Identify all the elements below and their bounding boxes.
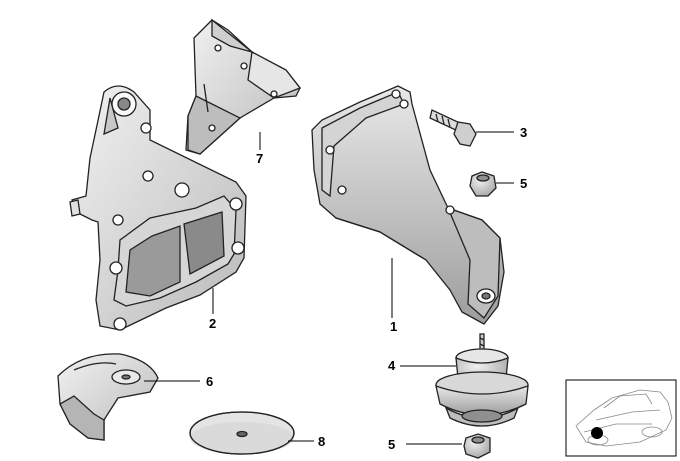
nut-part-5-upper[interactable] [469,171,497,197]
bolt-part-3[interactable] [429,109,477,147]
leader-lines [144,131,514,445]
nut-part-5-lower[interactable] [463,433,491,459]
vehicle-location-thumbnail[interactable] [565,379,677,457]
label-5b: 5 [388,437,395,452]
label-5a: 5 [520,176,527,191]
callout-numbers: 1 2 3 4 5 5 6 7 8 [206,125,527,452]
label-2: 2 [209,316,216,331]
label-3: 3 [520,125,527,140]
label-1: 1 [390,319,397,334]
label-6: 6 [206,374,213,389]
label-4: 4 [388,358,396,373]
heat-shield-part-6[interactable] [57,353,159,441]
engine-support-arm-part-1[interactable] [311,85,505,325]
washer-disc-part-8[interactable] [189,411,295,455]
engine-bracket-part-2[interactable] [69,85,247,331]
label-8: 8 [318,434,325,449]
angle-bracket-part-7[interactable] [185,18,302,155]
location-marker [591,427,603,439]
label-7: 7 [256,151,263,166]
engine-mount-part-4[interactable] [435,333,529,427]
